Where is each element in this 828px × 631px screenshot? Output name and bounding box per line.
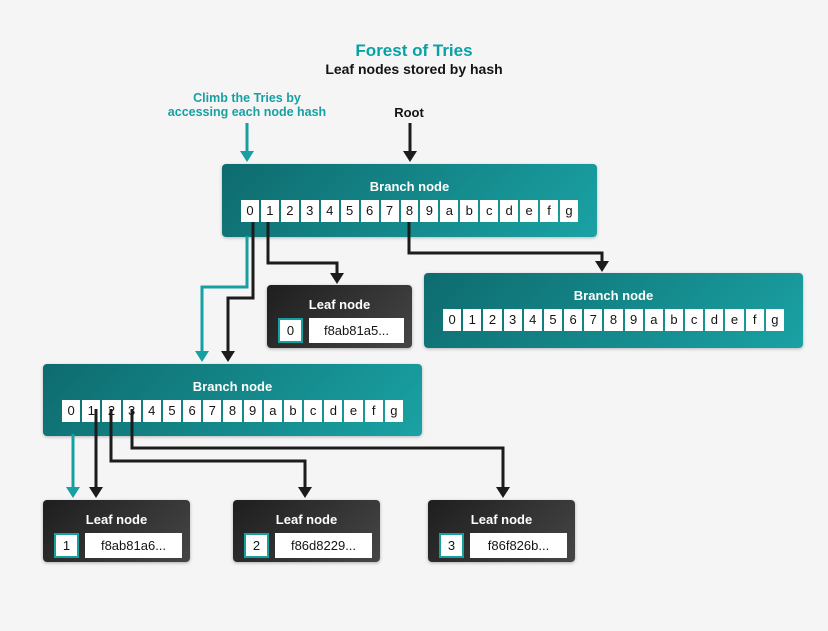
branch-cell-3: 3 [300, 200, 319, 222]
arrow-root-to-root-branch [403, 123, 417, 162]
branch-cell-1: 1 [463, 309, 482, 331]
branch-cell-0: 0 [241, 200, 259, 222]
branch-node-label: Branch node [192, 379, 273, 394]
branch-cell-d: d [324, 400, 343, 422]
branch-node-label: Branch node [573, 288, 654, 303]
branch-cell-9: 9 [420, 200, 439, 222]
arrow-climb-to-leaf-1 [66, 434, 80, 498]
branch-cell-9: 9 [624, 309, 643, 331]
leaf-index-cell: 2 [244, 533, 269, 558]
branch-cell-4: 4 [320, 200, 339, 222]
climb-annotation: Climb the Tries by accessing each node h… [137, 91, 357, 119]
branch-node-label: Branch node [369, 179, 450, 194]
climb-annotation-line1: Climb the Tries by [193, 91, 301, 105]
leaf-node-0: Leaf node 0 f8ab81a5... [267, 285, 412, 348]
leaf-node-1: Leaf node 1 f8ab81a6... [43, 500, 190, 562]
diagram-subtitle: Leaf nodes stored by hash [325, 61, 503, 77]
branch-cell-a: a [440, 200, 459, 222]
branch-cell-7: 7 [203, 400, 222, 422]
diagram-title: Forest of Tries [355, 41, 473, 60]
branch-cell-8: 8 [223, 400, 242, 422]
branch-cell-5: 5 [340, 200, 359, 222]
branch-cell-5: 5 [543, 309, 563, 331]
branch-cell-5: 5 [162, 400, 182, 422]
arrow-climb-to-root-branch [240, 123, 254, 162]
branch-cell-d: d [705, 309, 724, 331]
leaf-hash-value: f8ab81a6... [85, 533, 182, 558]
leaf-node-row: 3 f86f826b... [428, 533, 575, 558]
branch-cell-g: g [765, 309, 784, 331]
leaf-index-cell: 3 [439, 533, 464, 558]
branch-cell-0: 0 [62, 400, 81, 422]
branch-cell-f: f [364, 400, 383, 422]
branch-cell-a: a [263, 400, 282, 422]
branch-cell-2: 2 [483, 309, 502, 331]
branch-cell-a: a [644, 309, 663, 331]
branch-cell-c: c [304, 400, 323, 422]
branch-cell-d: d [500, 200, 519, 222]
leaf-hash-value: f86f826b... [470, 533, 567, 558]
leaf-index-cell: 1 [54, 533, 79, 558]
branch-cell-3: 3 [122, 400, 141, 422]
branch-cell-e: e [344, 400, 363, 422]
branch-cell-7: 7 [380, 200, 399, 222]
branch-cell-f: f [745, 309, 764, 331]
arrow-climb-to-left-branch [195, 236, 249, 362]
branch-cell-e: e [725, 309, 744, 331]
branch-cell-g: g [384, 400, 403, 422]
branch-cell-b: b [460, 200, 479, 222]
branch-cell-2: 2 [102, 400, 121, 422]
branch-cell-c: c [480, 200, 499, 222]
branch-cell-6: 6 [183, 400, 202, 422]
branch-cell-f: f [540, 200, 558, 222]
leaf-hash-value: f86d8229... [275, 533, 372, 558]
leaf-node-row: 2 f86d8229... [233, 533, 380, 558]
leaf-node-3: Leaf node 3 f86f826b... [428, 500, 575, 562]
branch-cell-e: e [520, 200, 539, 222]
branch-cell-0: 0 [443, 309, 462, 331]
branch-cell-7: 7 [584, 309, 603, 331]
branch-cell-9: 9 [243, 400, 262, 422]
branch-cell-g: g [560, 200, 578, 222]
branch-cell-c: c [685, 309, 704, 331]
climb-annotation-line2: accessing each node hash [167, 105, 327, 119]
branch-cell-6: 6 [360, 200, 379, 222]
branch-cell-4: 4 [523, 309, 542, 331]
leaf-node-label: Leaf node [275, 512, 338, 527]
leaf-index-cell: 0 [278, 318, 303, 343]
leaf-node-row: 0 f8ab81a5... [267, 318, 412, 343]
arrow-cell0-to-left-branch [221, 222, 255, 362]
branch-cell-1: 1 [82, 400, 101, 422]
branch-cell-8: 8 [400, 200, 419, 222]
branch-cell-4: 4 [142, 400, 161, 422]
branch-cell-8: 8 [604, 309, 623, 331]
leaf-node-label: Leaf node [470, 512, 533, 527]
leaf-node-2: Leaf node 2 f86d8229... [233, 500, 380, 562]
leaf-node-row: 1 f8ab81a6... [43, 533, 190, 558]
branch-cell-1: 1 [260, 200, 279, 222]
root-label: Root [394, 105, 424, 120]
branch-cell-b: b [664, 309, 684, 331]
branch-cell-2: 2 [280, 200, 299, 222]
leaf-node-label: Leaf node [85, 512, 148, 527]
branch-cell-3: 3 [503, 309, 522, 331]
branch-cell-6: 6 [564, 309, 583, 331]
leaf-node-label: Leaf node [308, 297, 371, 312]
branch-cell-b: b [283, 400, 303, 422]
leaf-hash-value: f8ab81a5... [309, 318, 404, 343]
